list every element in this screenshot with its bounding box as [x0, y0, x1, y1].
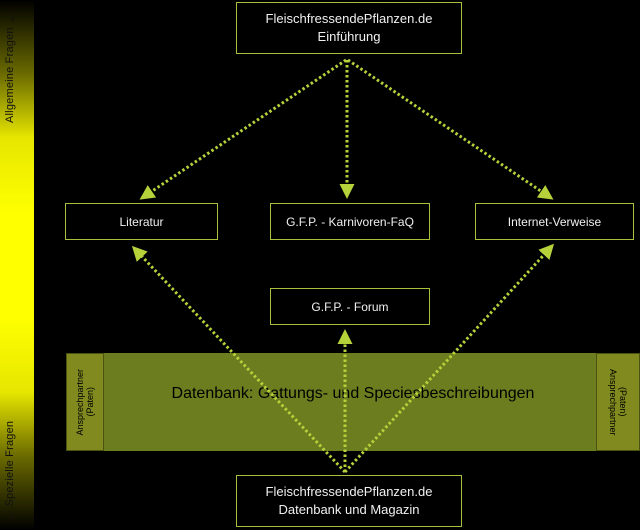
node-internet-links[interactable]: Internet-Verweise	[475, 203, 634, 240]
node-forum[interactable]: G.F.P. - Forum	[270, 288, 430, 325]
node-introduction[interactable]: FleischfressendePflanzen.de Einführung	[236, 2, 462, 54]
arrow-down-icon: ←	[2, 9, 18, 24]
sponsor-label-right-line1: Ansprechpartner	[608, 368, 618, 436]
sponsor-box-left[interactable]: Ansprechpartner (Paten)	[66, 353, 104, 451]
node-database-magazine[interactable]: FleischfressendePflanzen.de Datenbank un…	[236, 475, 462, 527]
node-literatur-label: Literatur	[119, 214, 164, 229]
arrow-intro-to-literatur	[139, 58, 347, 200]
sponsor-label-right-line2: (Paten)	[618, 387, 628, 417]
node-faq-label: G.F.P. - Karnivoren-FaQ	[286, 214, 414, 229]
general-questions-label: Allgemeine Fragen ←	[2, 6, 26, 126]
database-band[interactable]: Datenbank: Gattungs- und Speciesbeschrei…	[66, 353, 640, 451]
database-band-title: Datenbank: Gattungs- und Speciesbeschrei…	[171, 385, 535, 402]
node-literatur[interactable]: Literatur	[65, 203, 218, 240]
general-questions-text: Allgemeine Fragen	[4, 26, 16, 123]
node-database-magazine-line2: Datenbank und Magazin	[278, 502, 420, 517]
sponsor-box-right[interactable]: Ansprechpartner (Paten)	[596, 353, 640, 451]
arrow-intro-to-internet	[347, 58, 554, 200]
node-forum-label: G.F.P. - Forum	[311, 299, 389, 314]
node-faq[interactable]: G.F.P. - Karnivoren-FaQ	[270, 203, 430, 240]
arrow-up-icon: →	[2, 509, 18, 524]
node-introduction-line1: FleischfressendePflanzen.de	[265, 11, 433, 26]
node-introduction-line2: Einführung	[317, 29, 381, 44]
specific-questions-label: → Spezielle Fragen	[2, 420, 26, 524]
node-internet-links-label: Internet-Verweise	[507, 214, 602, 229]
sponsor-label-left: Ansprechpartner (Paten)	[67, 354, 103, 450]
question-scale-bar: Allgemeine Fragen ← → Spezielle Fragen	[0, 0, 34, 530]
sponsor-label-left-line1: Ansprechpartner	[75, 368, 85, 436]
sponsor-label-right: Ansprechpartner (Paten)	[597, 354, 639, 450]
sponsor-label-left-line2: (Paten)	[85, 387, 95, 417]
specific-questions-text: Spezielle Fragen	[4, 420, 16, 507]
node-database-magazine-line1: FleischfressendePflanzen.de	[265, 484, 433, 499]
